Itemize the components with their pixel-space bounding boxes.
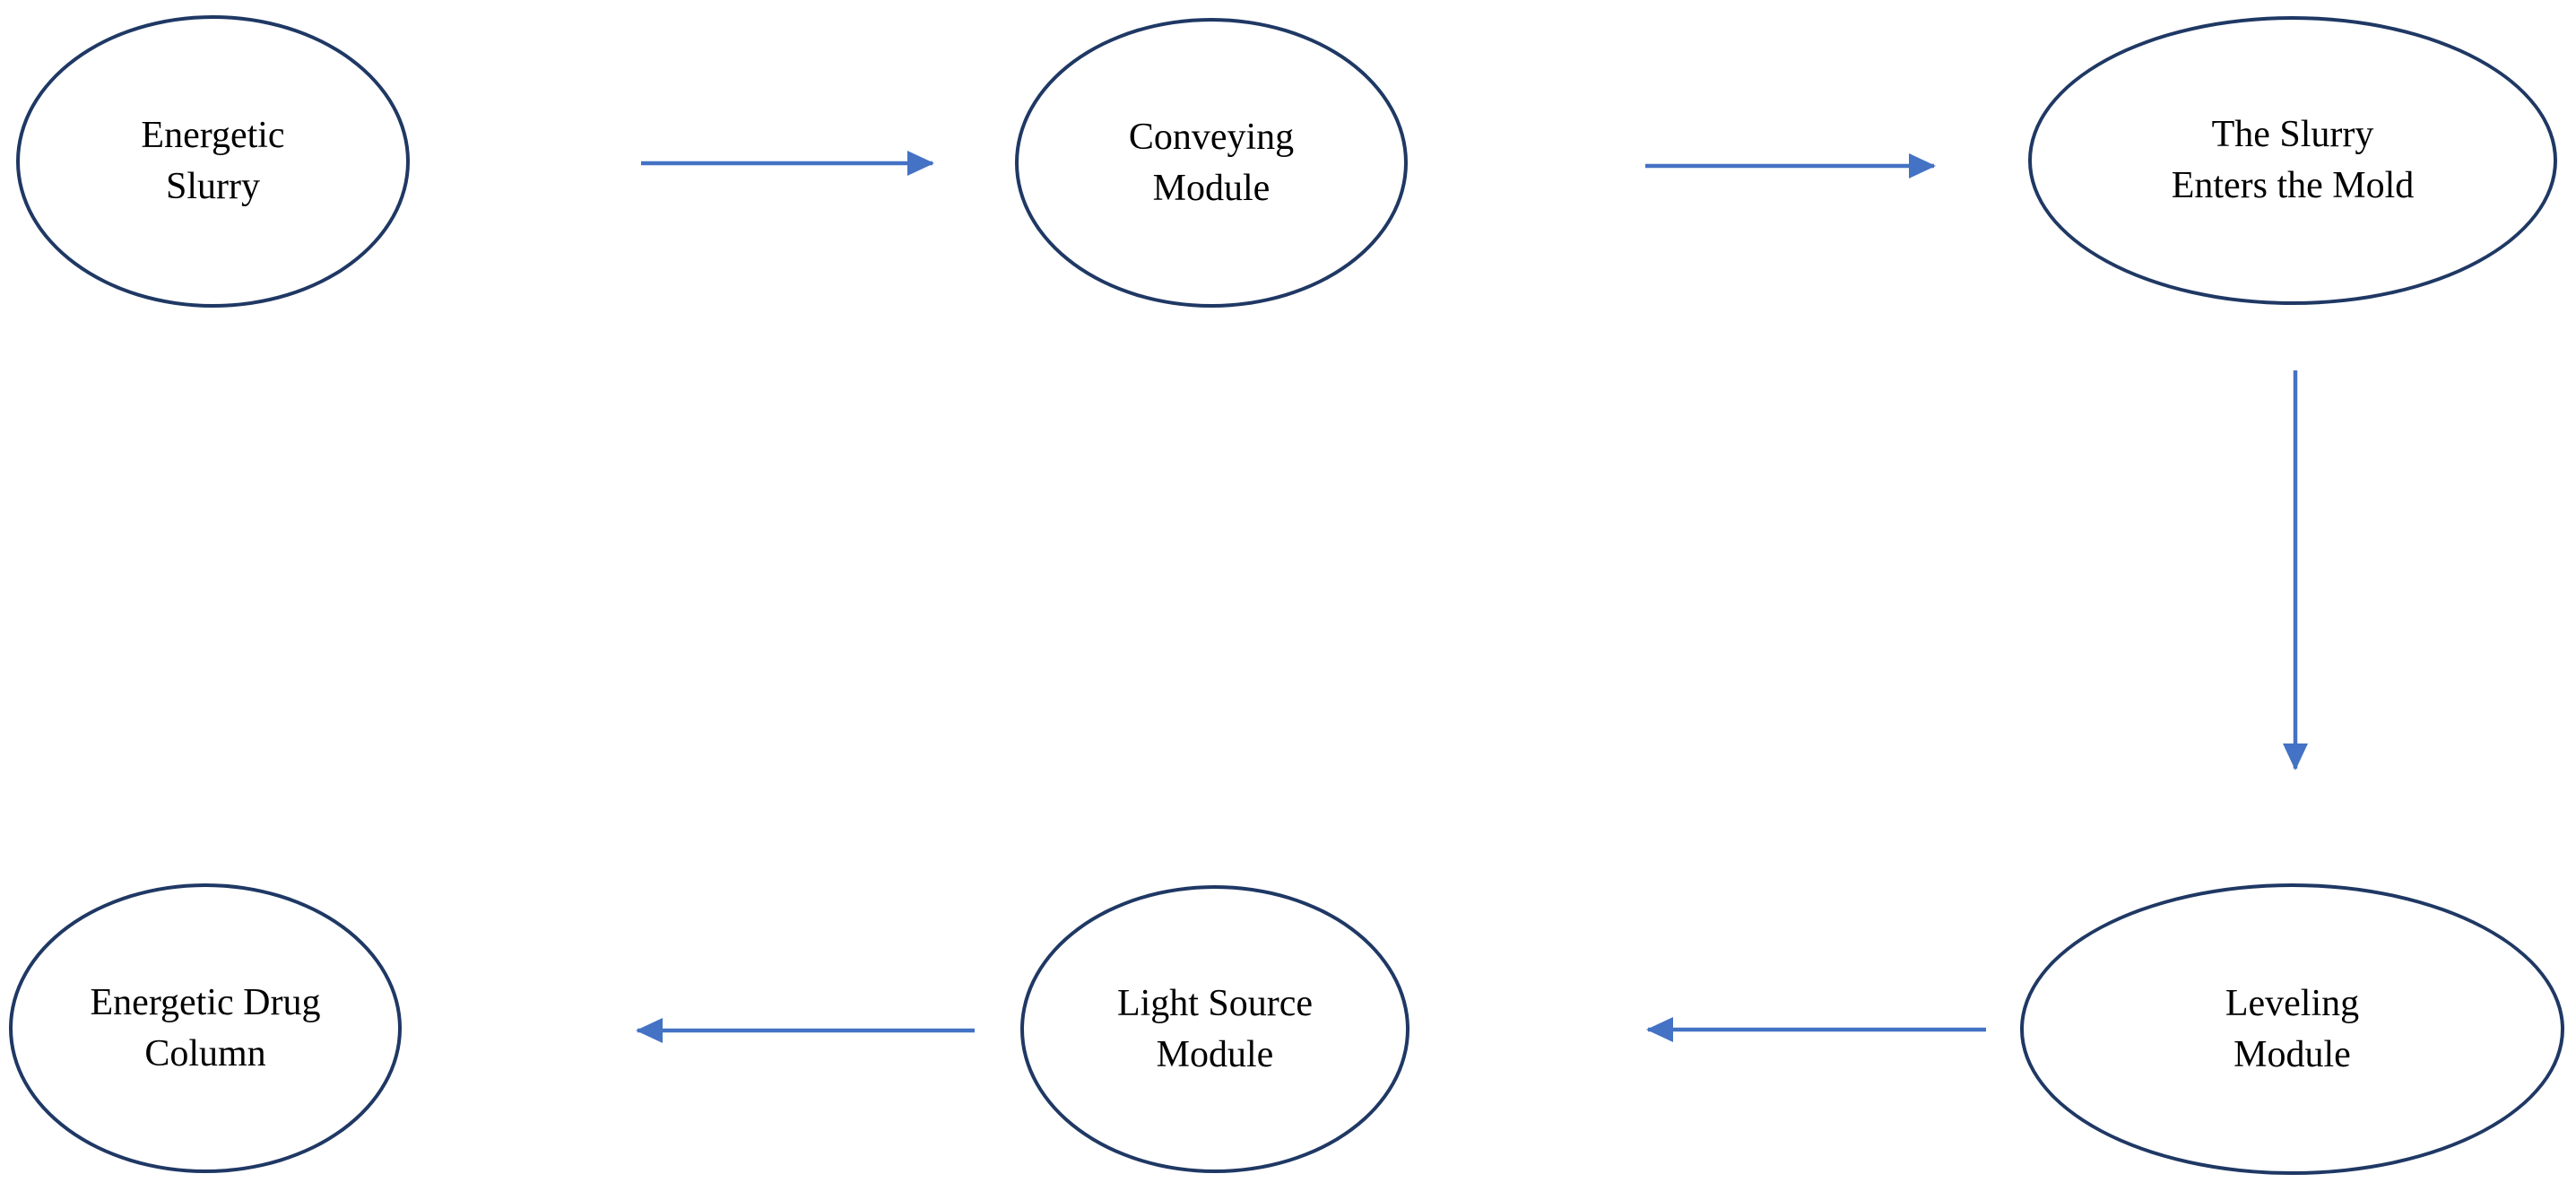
node-light-source-module: Light Source Module	[1020, 885, 1409, 1173]
node-leveling-module-label: Leveling Module	[2225, 982, 2360, 1075]
node-energetic-slurry-label: Energetic Slurry	[141, 115, 285, 207]
node-conveying-module-label: Conveying Module	[1128, 116, 1295, 209]
node-energetic-drug-column-label: Energetic Drug Column	[90, 981, 321, 1074]
node-leveling-module: Leveling Module	[2020, 883, 2564, 1175]
node-slurry-enters-mold-label: The Slurry Enters the Mold	[2171, 114, 2415, 206]
node-slurry-enters-mold: The Slurry Enters the Mold	[2028, 16, 2557, 305]
node-conveying-module: Conveying Module	[1015, 18, 1408, 308]
node-light-source-module-label: Light Source Module	[1116, 982, 1314, 1075]
node-energetic-slurry: Energetic Slurry	[16, 15, 410, 308]
node-energetic-drug-column: Energetic Drug Column	[9, 883, 402, 1173]
